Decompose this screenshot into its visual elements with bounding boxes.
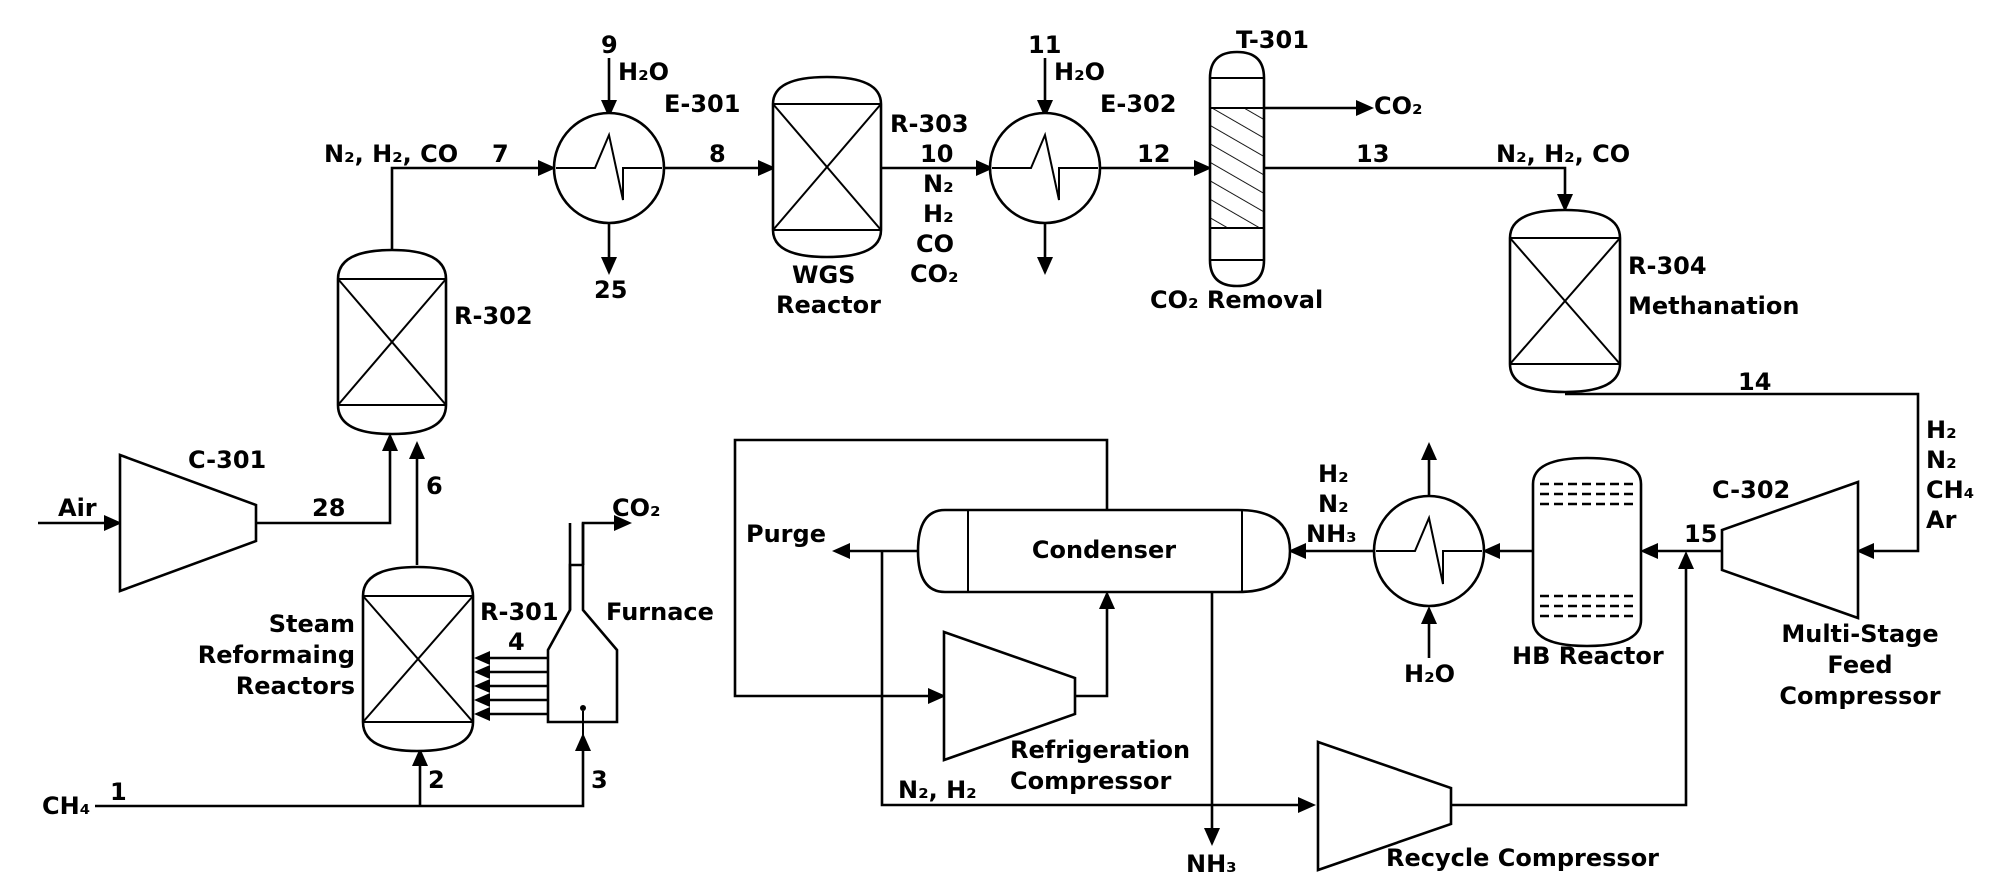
r302-reactor: [336, 248, 448, 436]
r304-name: Methanation: [1628, 292, 1799, 320]
purge-label: Purge: [746, 520, 826, 548]
stream-6-label: 6: [426, 472, 443, 500]
r303-tag: R-303: [890, 110, 969, 138]
stream-10-label: 10: [920, 140, 953, 168]
stream-10-comp-co2: CO₂: [910, 260, 959, 288]
r301-tag: R-301: [480, 598, 559, 626]
c301-tag: C-301: [188, 446, 266, 474]
stream-14-comp-ch4: CH₄: [1926, 476, 1974, 504]
hb-out-comp-n2: N₂: [1318, 490, 1349, 518]
r301-name-2: Reformaing: [198, 641, 355, 669]
stream-1-label: 1: [110, 778, 127, 806]
refrigeration-compressor: [942, 630, 1077, 762]
t301-column: [1208, 50, 1266, 288]
recycle-compressor-label: Recycle Compressor: [1386, 844, 1659, 872]
e301-heat-exchanger: [552, 111, 666, 225]
t301-name: CO₂ Removal: [1150, 286, 1323, 314]
stream-7-composition: N₂, H₂, CO: [324, 140, 458, 168]
stream-7-label: 7: [492, 140, 509, 168]
r304-reactor: [1508, 208, 1622, 394]
recycle-compressor: [1316, 740, 1453, 872]
pipe-network: [38, 58, 1920, 846]
stream-4-label: 4: [508, 628, 525, 656]
ch4-feed-label: CH₄: [42, 792, 90, 820]
c302-name-1: Multi-Stage: [1781, 620, 1938, 648]
stream-3-label: 3: [591, 766, 608, 794]
stream-8-label: 8: [709, 140, 726, 168]
e302-water-label: H₂O: [1054, 58, 1105, 86]
hb-reactor-label: HB Reactor: [1512, 642, 1664, 670]
c302-name-3: Compressor: [1779, 682, 1940, 710]
stream-14-comp-ar: Ar: [1926, 506, 1957, 534]
e302-tag: E-302: [1100, 90, 1176, 118]
refrig-name-1: Refrigeration: [1010, 736, 1190, 764]
labels: Air C-301 28 6 R-302 Steam Reformaing Re…: [42, 26, 1974, 878]
furnace: [546, 563, 619, 735]
stream-12-label: 12: [1137, 140, 1170, 168]
cooler-water-label: H₂O: [1404, 660, 1455, 688]
c302-tag: C-302: [1712, 476, 1790, 504]
refrig-name-2: Compressor: [1010, 767, 1171, 795]
nh3-product-label: NH₃: [1186, 850, 1237, 878]
hb-reactor: [1531, 456, 1643, 648]
t301-tag: T-301: [1236, 26, 1309, 54]
r304-tag: R-304: [1628, 252, 1707, 280]
hb-out-comp-nh3: NH₃: [1306, 520, 1357, 548]
stream-10-comp-h2: H₂: [923, 200, 954, 228]
stream-2-label: 2: [428, 766, 445, 794]
furnace-label: Furnace: [606, 598, 714, 626]
r303-name-1: WGS: [792, 261, 855, 289]
stream-13-composition: N₂, H₂, CO: [1496, 140, 1630, 168]
e301-tag: E-301: [664, 90, 740, 118]
air-label: Air: [58, 494, 97, 522]
stream-14-comp-n2: N₂: [1926, 446, 1957, 474]
r301-name-1: Steam: [269, 610, 355, 638]
condenser-label: Condenser: [1032, 536, 1176, 564]
e302-heat-exchanger: [988, 111, 1102, 225]
stream-10-comp-co: CO: [916, 230, 954, 258]
r301-reactor: [361, 565, 475, 753]
stream-13-label: 13: [1356, 140, 1389, 168]
r301-name-3: Reactors: [236, 672, 355, 700]
r303-wgs-reactor: [771, 75, 883, 259]
stream-25-label: 25: [594, 276, 627, 304]
stream-14-comp-h2: H₂: [1926, 416, 1957, 444]
hb-effluent-cooler: [1372, 494, 1486, 608]
stream-10-comp-n2: N₂: [923, 170, 954, 198]
stream-9-label: 9: [601, 31, 618, 59]
stream-28-label: 28: [312, 494, 345, 522]
stream-11-label: 11: [1028, 31, 1061, 59]
stream-15-label: 15: [1684, 520, 1717, 548]
hb-out-comp-h2: H₂: [1318, 460, 1349, 488]
stream-14-label: 14: [1738, 368, 1771, 396]
condenser: [916, 508, 1292, 594]
c302-name-2: Feed: [1827, 651, 1892, 679]
c302-compressor: [1720, 480, 1860, 620]
c301-compressor: [118, 453, 258, 593]
t301-co2-label: CO₂: [1374, 92, 1423, 120]
recycle-gas-label: N₂, H₂: [898, 776, 977, 804]
e301-water-label: H₂O: [618, 58, 669, 86]
r302-tag: R-302: [454, 302, 533, 330]
r303-name-2: Reactor: [776, 291, 881, 319]
furnace-co2-label: CO₂: [612, 494, 661, 522]
